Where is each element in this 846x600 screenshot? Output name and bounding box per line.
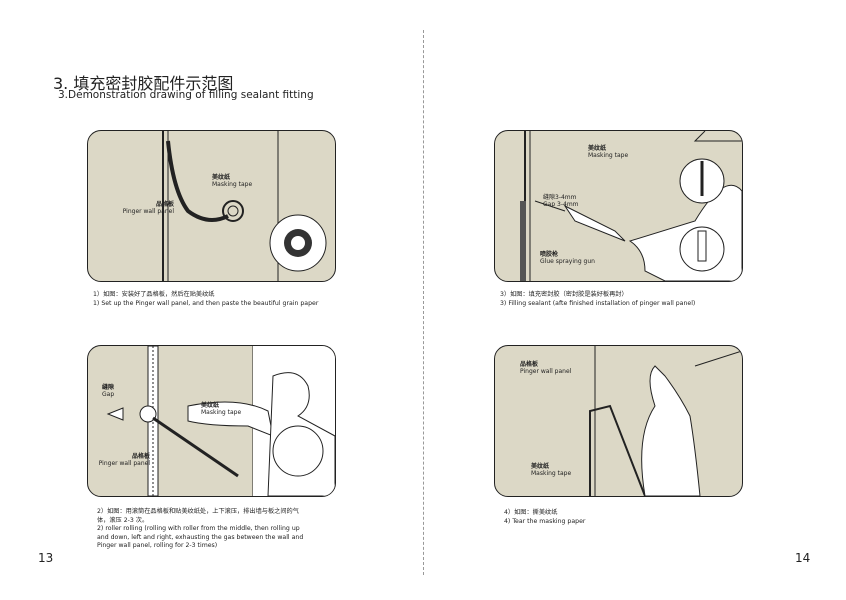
- wall-panel-illustration: [162, 131, 327, 281]
- page-fold-divider: [423, 30, 424, 575]
- page-number-left: 13: [38, 551, 54, 565]
- tear-tape-illustration: [589, 346, 742, 496]
- page-title-cn: 3. 填充密封胶配件示范图: [53, 74, 234, 93]
- caption-3: 3）如图：填充密封胶（密封胶是装好板再封）3) Filling sealant …: [500, 291, 696, 307]
- page-title-en: 3.Demonstration drawing of filling seala…: [58, 89, 314, 101]
- sealant-gun-illustration: [520, 131, 742, 281]
- caption-2: 2）如图：用滚筒在品格板和贴美纹纸处，上下滚压，排出墙与板之间的气体，滚压 2-…: [97, 508, 304, 549]
- page-number-right: 14: [795, 551, 811, 565]
- roller-illustration: [106, 346, 335, 496]
